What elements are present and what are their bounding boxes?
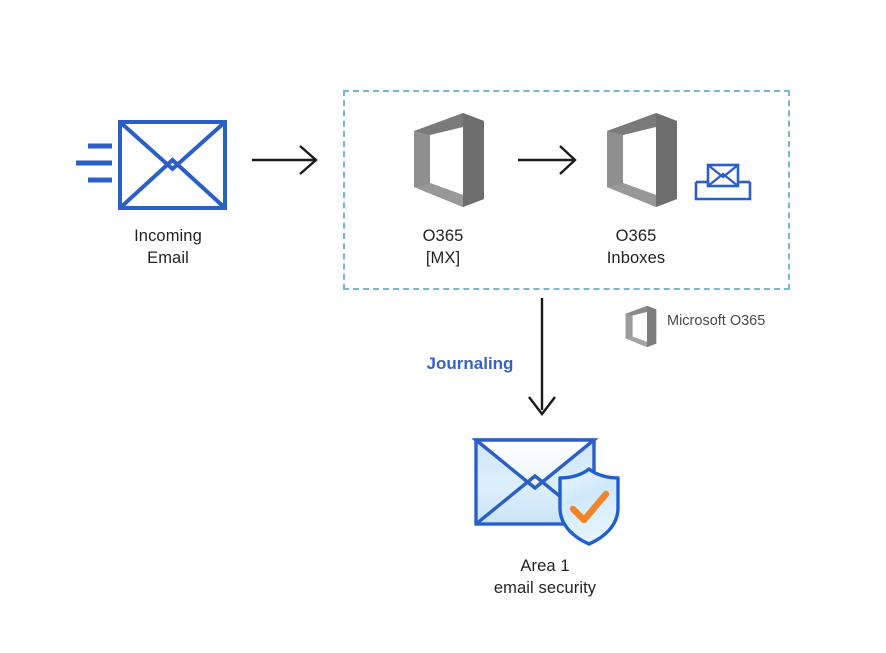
microsoft-o365-region [343,90,790,290]
label-line-1: O365 [422,227,464,245]
label-line-2: Email [147,248,189,267]
office-365-icon-mx [406,111,488,209]
node-label-o365-inboxes: O365 Inboxes [556,226,716,270]
node-label-o365-mx: O365 [MX] [363,226,523,270]
label-line-1: Incoming [134,227,202,245]
arrow-down-icon-journaling [522,298,562,420]
legend-label-microsoft-o365: Microsoft O365 [667,313,766,329]
office-365-icon-inboxes [599,111,681,209]
label-line-1: O365 [615,227,657,245]
arrow-right-icon-incoming-to-mx [252,143,324,177]
connector-label-journaling: Journaling [426,354,514,373]
office-365-icon-legend [622,305,658,348]
shielded-envelope-icon [470,432,630,547]
label-line-1: Area 1 [520,557,570,575]
motion-lines-icon [76,143,112,183]
node-label-area1-email-security: Area 1 email security [465,556,625,600]
label-line-2: [MX] [425,248,461,267]
node-label-incoming-email: Incoming Email [88,226,248,270]
envelope-icon [70,118,235,213]
label-line-2: Inboxes [606,248,666,267]
inbox-tray-icon [694,161,752,204]
arrow-right-icon-mx-to-inboxes [518,143,582,177]
label-line-2: email security [493,578,597,597]
